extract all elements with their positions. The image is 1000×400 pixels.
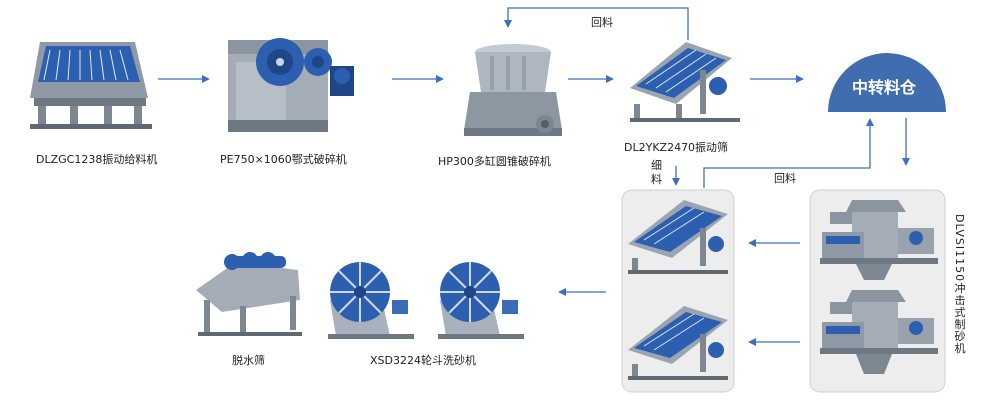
impact-crusher-bottom-image [820,290,938,374]
return-material-top-label: 回料 [591,16,613,29]
vibrating-screen-middle-image [628,200,728,274]
cone-crusher-image [464,44,562,136]
vibrating-feeder-image [30,42,152,129]
jaw-crusher-image [228,38,354,132]
dewatering-screen-image [196,252,302,336]
arrow-return-top [504,7,689,40]
vibrating-screen-label: DL2YKZ2470振动筛 [624,141,729,154]
return-material-right-label: 回料 [774,172,796,185]
vibrating-screen-bottom-image [628,306,728,380]
sand-washer-2-image [438,262,524,339]
sand-washer-label: XSD3224轮斗洗砂机 [370,354,476,367]
dewatering-screen-label: 脱水筛 [232,354,265,367]
impact-crusher-top-image [820,200,938,280]
sand-washer-1-image [328,262,414,339]
cone-crusher-label: HP300多缸圆锥破碎机 [438,155,551,168]
transfer-silo-shape [828,53,946,112]
jaw-crusher-label: PE750×1060鄂式破碎机 [220,153,347,166]
fine-material-label-1: 细 [651,159,662,172]
impact-crusher-label: DLVSI1150冲击式制砂机 [953,214,966,355]
vibrating-feeder-label: DLZGC1238振动给料机 [36,153,158,166]
transfer-silo-label: 中转料仓 [852,78,917,97]
fine-material-label-2: 料 [651,173,662,186]
vibrating-screen-top-image [630,42,740,122]
arrow-return-right [703,118,874,188]
